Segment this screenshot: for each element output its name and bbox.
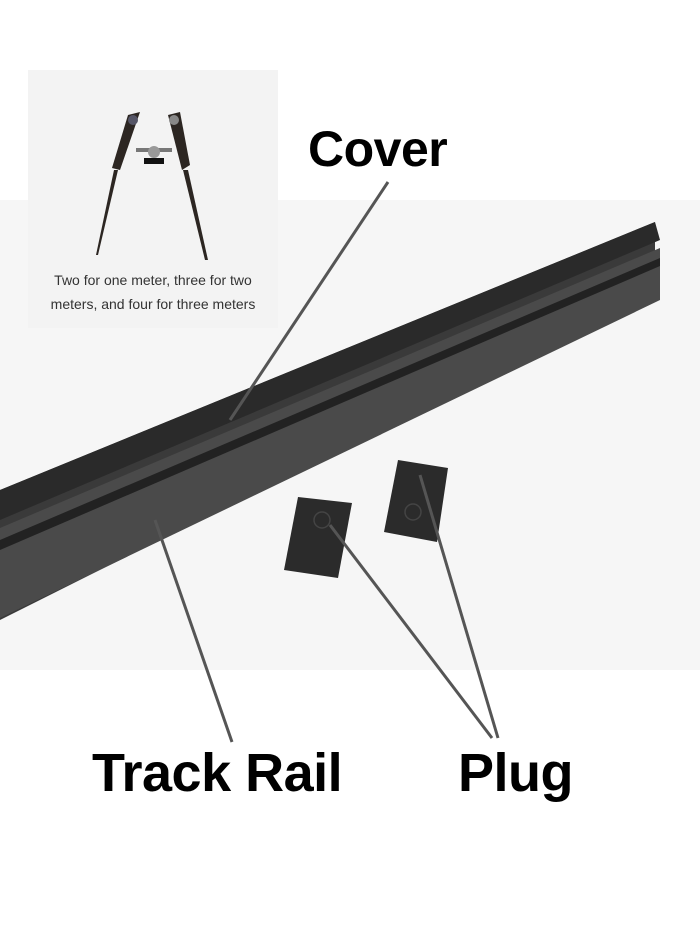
- plug-right: [384, 460, 448, 542]
- track-rail: [0, 222, 660, 620]
- inset-caption-line2: meters, and four for three meters: [50, 296, 256, 312]
- inset-caption-line1: Two for one meter, three for two: [54, 272, 252, 288]
- cover-label: Cover: [308, 121, 448, 177]
- calipers-icon: [96, 112, 208, 260]
- calipers-inset: Two for one meter, three for two meters,…: [28, 70, 278, 328]
- leader-lines: [153, 181, 500, 743]
- plug-left: [284, 497, 352, 578]
- inset-caption: Two for one meter, three for two meters,…: [28, 268, 278, 316]
- track-rail-label: Track Rail: [92, 743, 343, 803]
- plug-label: Plug: [458, 743, 574, 803]
